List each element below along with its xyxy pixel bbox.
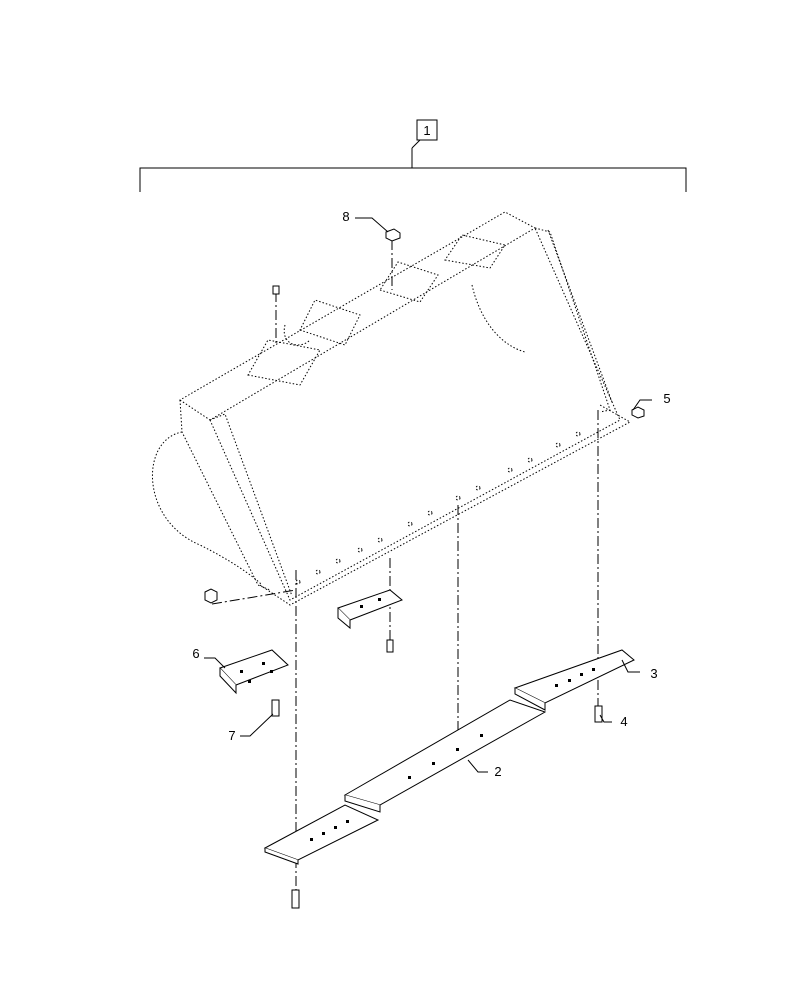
- wear-plate-6: [219, 649, 289, 695]
- leader-lines: [204, 217, 652, 773]
- hardware: [204, 228, 645, 909]
- callout-7: 7: [228, 728, 235, 743]
- bolt-7-icon: [271, 699, 280, 717]
- callout-4: 4: [620, 714, 627, 729]
- bolt-4-icon: [594, 705, 603, 723]
- wear-plate-center: [337, 589, 403, 630]
- callout-3: 3: [650, 666, 657, 681]
- nut-right-icon: [631, 406, 645, 419]
- assembly-bracket: [139, 119, 687, 192]
- nut-top-icon: [385, 228, 401, 242]
- callout-5: 5: [663, 391, 670, 406]
- edge-segment-3: [513, 649, 635, 711]
- callout-8: 8: [342, 209, 349, 224]
- alignment-lines: [211, 240, 599, 895]
- callout-1: 1: [423, 123, 430, 138]
- bucket-body: [152, 211, 632, 606]
- edge-segment-2: [343, 699, 547, 813]
- bolt-bottom-icon: [291, 889, 300, 909]
- callout-2: 2: [494, 764, 501, 779]
- callout-6: 6: [192, 646, 199, 661]
- edge-hole-row: [295, 431, 581, 585]
- bolt-upper-icon: [272, 285, 280, 295]
- edge-segment-left: [263, 804, 380, 865]
- nut-left-icon: [204, 588, 218, 604]
- bolt-center-icon: [386, 639, 394, 653]
